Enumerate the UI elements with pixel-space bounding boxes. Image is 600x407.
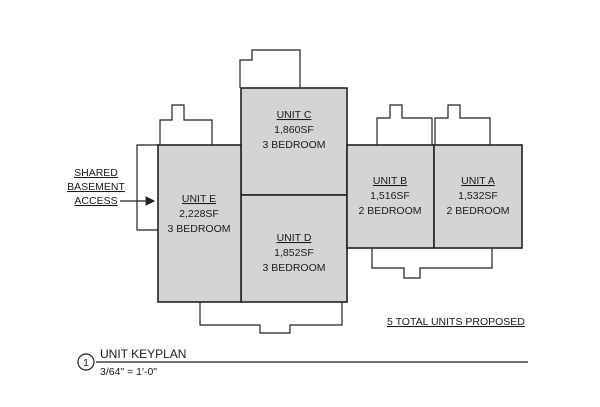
unit-c-title: UNIT C <box>277 109 312 121</box>
keyplan-title: UNIT KEYPLAN <box>100 347 186 361</box>
unit-c-block <box>240 87 348 196</box>
unit-c-area: 1,860SF <box>274 124 314 136</box>
shared-access-line1: SHARED <box>74 167 118 179</box>
shared-access-line2: BASEMENT <box>67 181 125 193</box>
unit-e-title: UNIT E <box>182 193 216 205</box>
outline-left-e <box>136 144 158 231</box>
unit-b-title: UNIT B <box>373 175 407 187</box>
outline-top-c <box>239 49 301 88</box>
unit-a-bedrooms: 2 BEDROOM <box>446 205 509 217</box>
unit-a-block <box>433 144 523 249</box>
shared-access-line3: ACCESS <box>74 195 117 207</box>
unit-a-area: 1,532SF <box>458 190 498 202</box>
total-units-note: 5 TOTAL UNITS PROPOSED <box>387 316 525 328</box>
unit-e-area: 2,228SF <box>179 208 219 220</box>
unit-a-title: UNIT A <box>461 175 495 187</box>
unit-e-bedrooms: 3 BEDROOM <box>167 223 230 235</box>
unit-b-area: 1,516SF <box>370 190 410 202</box>
unit-d-title: UNIT D <box>277 232 312 244</box>
keyplan-number-circle <box>77 353 95 371</box>
outline-bottom-ba <box>371 248 493 279</box>
outline-top-a <box>434 104 491 145</box>
keyplan-scale: 3/64" = 1'-0" <box>100 366 157 378</box>
unit-c-bedrooms: 3 BEDROOM <box>262 139 325 151</box>
outline-bottom-ed <box>199 302 343 334</box>
unit-d-bedrooms: 3 BEDROOM <box>262 262 325 274</box>
unit-e-block <box>157 144 242 303</box>
outline-top-b <box>376 104 433 145</box>
outline-top-e <box>159 104 213 145</box>
unit-d-area: 1,852SF <box>274 247 314 259</box>
unit-d-block <box>240 194 348 303</box>
keyplan-number: 1 <box>83 357 89 369</box>
unit-b-bedrooms: 2 BEDROOM <box>358 205 421 217</box>
